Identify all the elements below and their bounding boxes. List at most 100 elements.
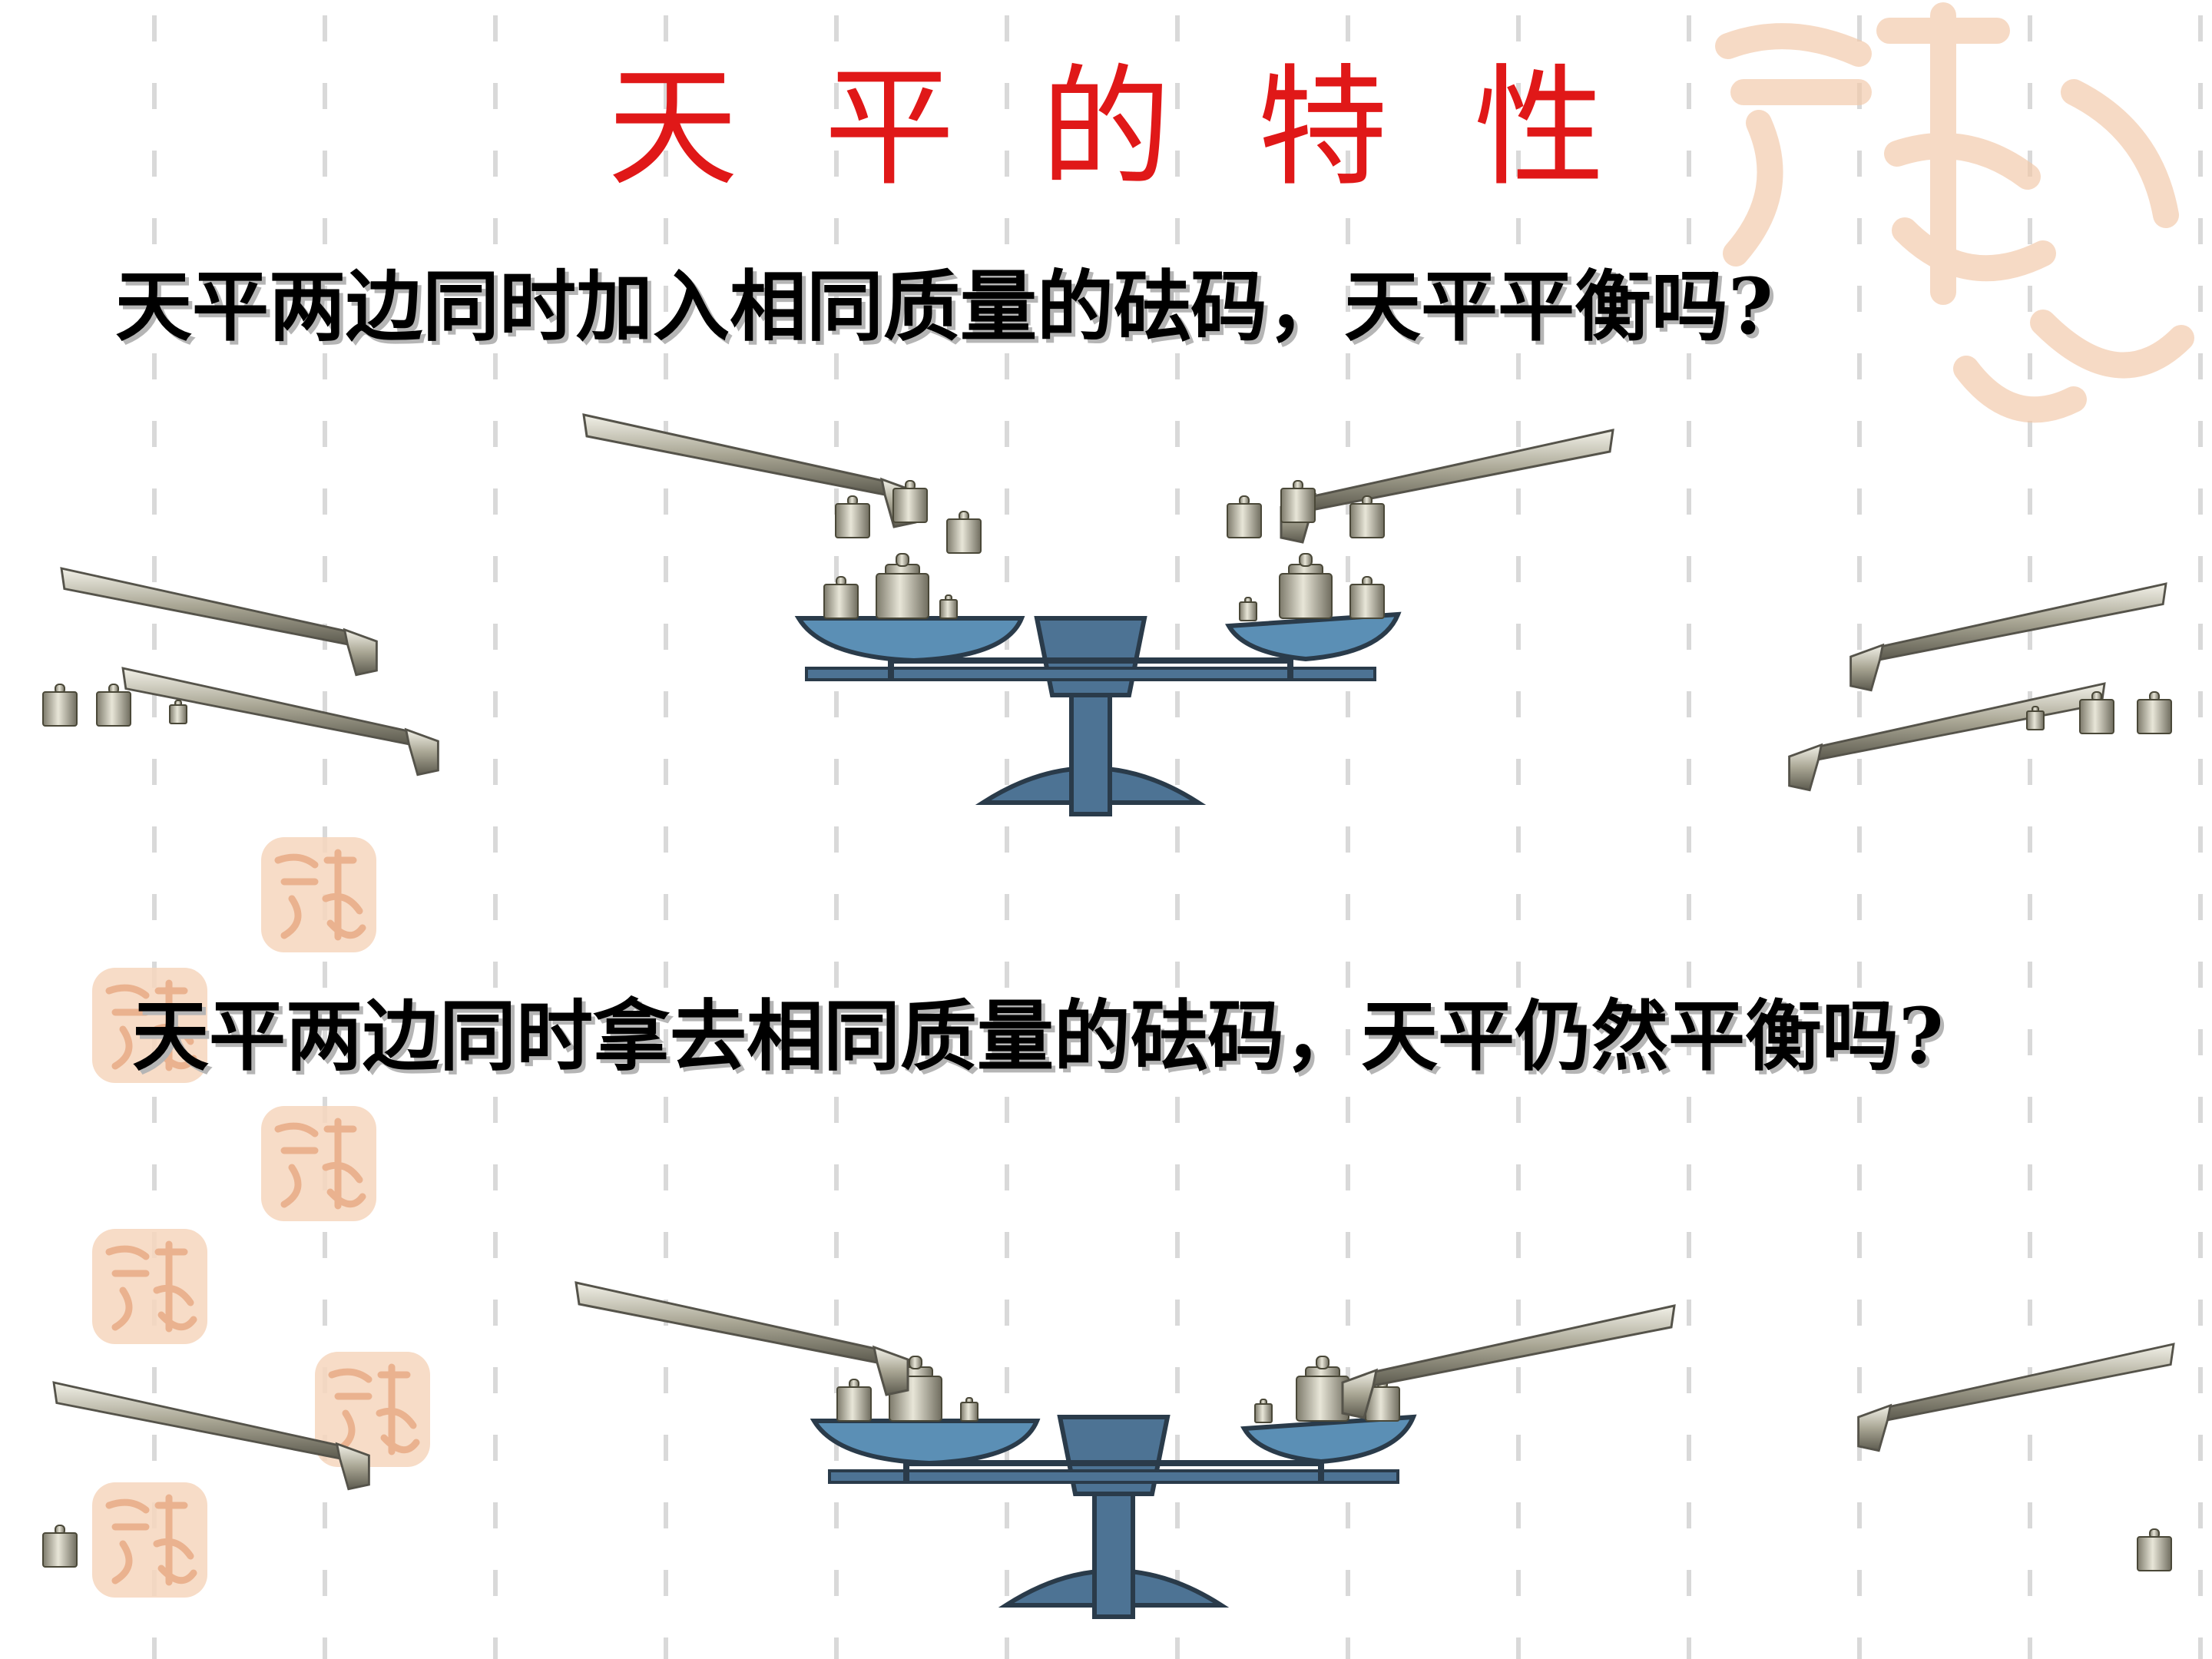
grid-dash	[1857, 1097, 1862, 1123]
grid-dash	[1687, 1502, 1691, 1528]
grid-dash	[1346, 15, 1350, 41]
grid-dash	[2028, 556, 2032, 582]
grid-dash	[493, 1232, 498, 1258]
grid-dash	[152, 488, 157, 515]
weight-icon	[960, 1397, 979, 1422]
grid-dash	[1857, 1367, 1862, 1393]
grid-dash	[1516, 1029, 1521, 1055]
grid-dash	[493, 151, 498, 177]
grid-dash	[1857, 556, 1862, 582]
grid-dash	[2198, 894, 2203, 920]
grid-dash	[1005, 83, 1009, 109]
grid-dash	[323, 353, 327, 379]
grid-dash	[1516, 421, 1521, 447]
grid-dash	[834, 421, 839, 447]
grid-dash	[152, 894, 157, 920]
grid-dash	[1005, 1367, 1009, 1393]
grid-dash	[1516, 1300, 1521, 1326]
grid-dash	[1516, 1164, 1521, 1190]
grid-dash	[2198, 1570, 2203, 1596]
grid-dash	[664, 1029, 668, 1055]
grid-dash	[1516, 488, 1521, 515]
upper-balance-scale-icon	[582, 413, 1614, 816]
grid-dash	[493, 624, 498, 650]
grid-dash	[323, 1570, 327, 1596]
grid-dash	[2198, 1637, 2203, 1659]
grid-dash	[493, 83, 498, 109]
grid-dash	[1516, 218, 1521, 244]
grid-dash	[1175, 691, 1180, 717]
grid-dash	[834, 759, 839, 785]
grid-dash	[1687, 556, 1691, 582]
grid-dash	[834, 488, 839, 515]
grid-dash	[2198, 1367, 2203, 1393]
grid-dash	[1175, 556, 1180, 582]
grid-dash	[834, 1570, 839, 1596]
grid-dash	[1857, 826, 1862, 853]
grid-dash	[152, 691, 157, 717]
grid-dash	[1175, 218, 1180, 244]
grid-dash	[1346, 1164, 1350, 1190]
grid-dash	[1516, 151, 1521, 177]
grid-dash	[1346, 962, 1350, 988]
grid-dash	[2028, 759, 2032, 785]
grid-dash	[493, 1300, 498, 1326]
weight-icon	[169, 700, 187, 724]
grid-dash	[664, 962, 668, 988]
grid-dash	[493, 691, 498, 717]
grid-dash	[2028, 421, 2032, 447]
grid-dash	[834, 826, 839, 853]
grid-dash	[664, 151, 668, 177]
grid-dash	[1005, 556, 1009, 582]
grid-dash	[2198, 1164, 2203, 1190]
grid-dash	[493, 286, 498, 312]
question-remove-weights: 天平两边同时拿去相同质量的砝码，天平仍然平衡吗?	[132, 991, 1944, 1081]
grid-dash	[664, 1570, 668, 1596]
weight-icon	[1239, 597, 1257, 621]
grid-dash	[1857, 962, 1862, 988]
tweezers-icon	[1280, 429, 1614, 544]
grid-dash	[1175, 1300, 1180, 1326]
tweezers-icon	[1857, 1343, 2175, 1452]
seal-stamp-icon	[92, 1482, 207, 1598]
grid-dash	[152, 286, 157, 312]
grid-dash	[1175, 1367, 1180, 1393]
grid-dash	[1516, 1435, 1521, 1461]
grid-dash	[834, 1232, 839, 1258]
grid-dash	[834, 691, 839, 717]
grid-dash	[493, 1637, 498, 1659]
grid-dash	[1857, 624, 1862, 650]
grid-dash	[2198, 1300, 2203, 1326]
grid-dash	[1346, 894, 1350, 920]
grid-dash	[493, 1029, 498, 1055]
grid-dash	[323, 1029, 327, 1055]
weight-icon	[42, 684, 78, 727]
grid-dash	[323, 286, 327, 312]
grid-dash	[152, 1367, 157, 1393]
grid-dash	[493, 759, 498, 785]
grid-dash	[664, 894, 668, 920]
grid-dash	[2028, 83, 2032, 109]
grid-dash	[2198, 1502, 2203, 1528]
grid-dash	[1516, 826, 1521, 853]
tweezers-icon	[575, 1281, 909, 1396]
seal-stamp-icon	[92, 1229, 207, 1344]
grid-dash	[834, 353, 839, 379]
grid-dash	[664, 759, 668, 785]
grid-dash	[152, 353, 157, 379]
grid-dash	[664, 83, 668, 109]
grid-dash	[2028, 1164, 2032, 1190]
grid-dash	[2028, 894, 2032, 920]
grid-dash	[323, 488, 327, 515]
grid-dash	[1175, 1029, 1180, 1055]
grid-dash	[1005, 353, 1009, 379]
grid-dash	[1005, 1502, 1009, 1528]
grid-dash	[2028, 624, 2032, 650]
grid-dash	[1346, 151, 1350, 177]
grid-dash	[493, 1097, 498, 1123]
grid-dash	[2028, 962, 2032, 988]
grid-dash	[2198, 624, 2203, 650]
grid-dash	[1175, 759, 1180, 785]
grid-dash	[664, 1164, 668, 1190]
